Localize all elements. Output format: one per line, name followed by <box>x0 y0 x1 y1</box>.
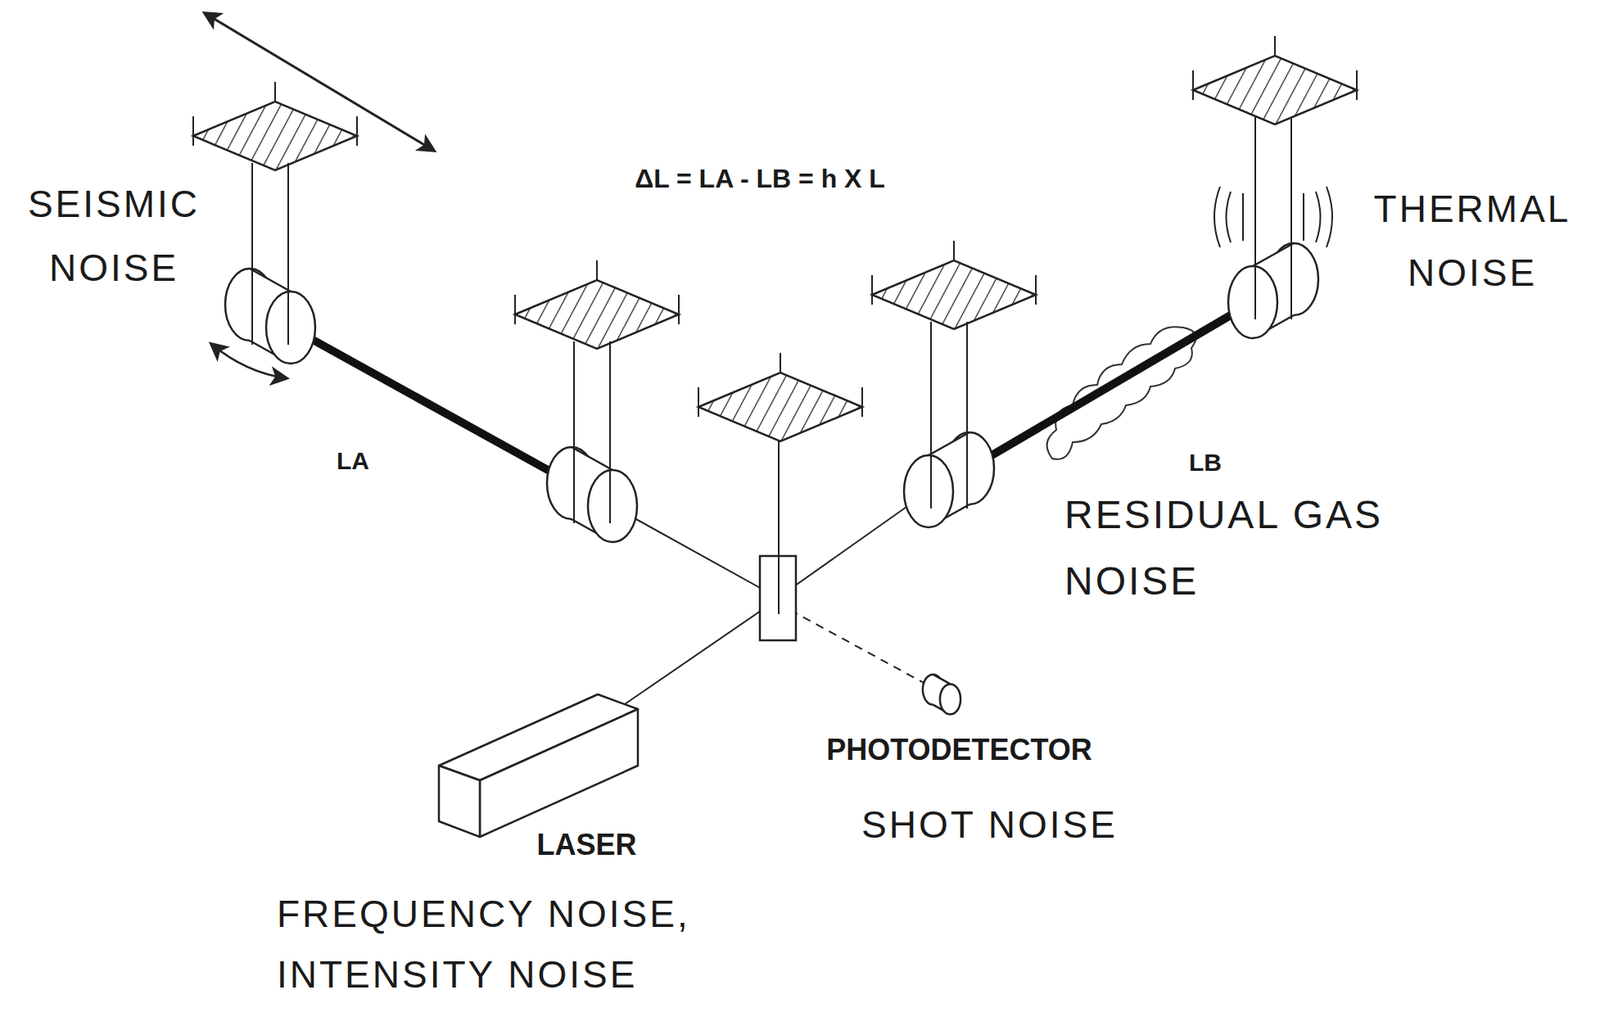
thermal-vibration-marks <box>1214 186 1333 248</box>
equation: ΔL = LA - LB = h X L <box>555 162 965 195</box>
inner-mirror <box>546 447 638 543</box>
node-label: LASER <box>536 828 638 862</box>
suspension-wires <box>252 117 1292 524</box>
noise-annotation: SHOT NOISE <box>861 802 1118 848</box>
suspension-platform <box>698 352 863 442</box>
node-label: PHOTODETECTOR <box>826 733 1093 767</box>
noise-annotation: SEISMIC NOISE <box>11 171 217 300</box>
laser-box <box>438 694 638 837</box>
beam-line <box>622 601 774 706</box>
output-beam <box>790 610 927 685</box>
photodetector-node: PHOTODETECTOR <box>821 730 1098 770</box>
arm-beam <box>969 302 1253 469</box>
noise-annotation: THERMAL NOISE <box>1365 176 1579 305</box>
photodetector-symbol <box>922 674 961 715</box>
noise-annotation: FREQUENCY NOISE, INTENSITY NOISE <box>276 884 752 1005</box>
beam-line <box>612 506 778 598</box>
suspension-wire <box>777 441 780 615</box>
arm-beam <box>290 327 572 484</box>
end-mirror <box>225 268 316 364</box>
suspension-platform <box>1193 36 1357 125</box>
noise-annotation: RESIDUAL GAS NOISE <box>1064 482 1450 615</box>
arm-length-label: LA <box>336 446 370 476</box>
laser-node: LASER <box>531 825 642 865</box>
suspension-platform <box>872 240 1036 330</box>
suspension-platform <box>515 260 679 349</box>
end-mirror <box>1228 243 1319 339</box>
inner-mirror <box>903 432 995 528</box>
suspension-platform <box>193 81 358 171</box>
arm-length-label: LB <box>1188 447 1222 478</box>
